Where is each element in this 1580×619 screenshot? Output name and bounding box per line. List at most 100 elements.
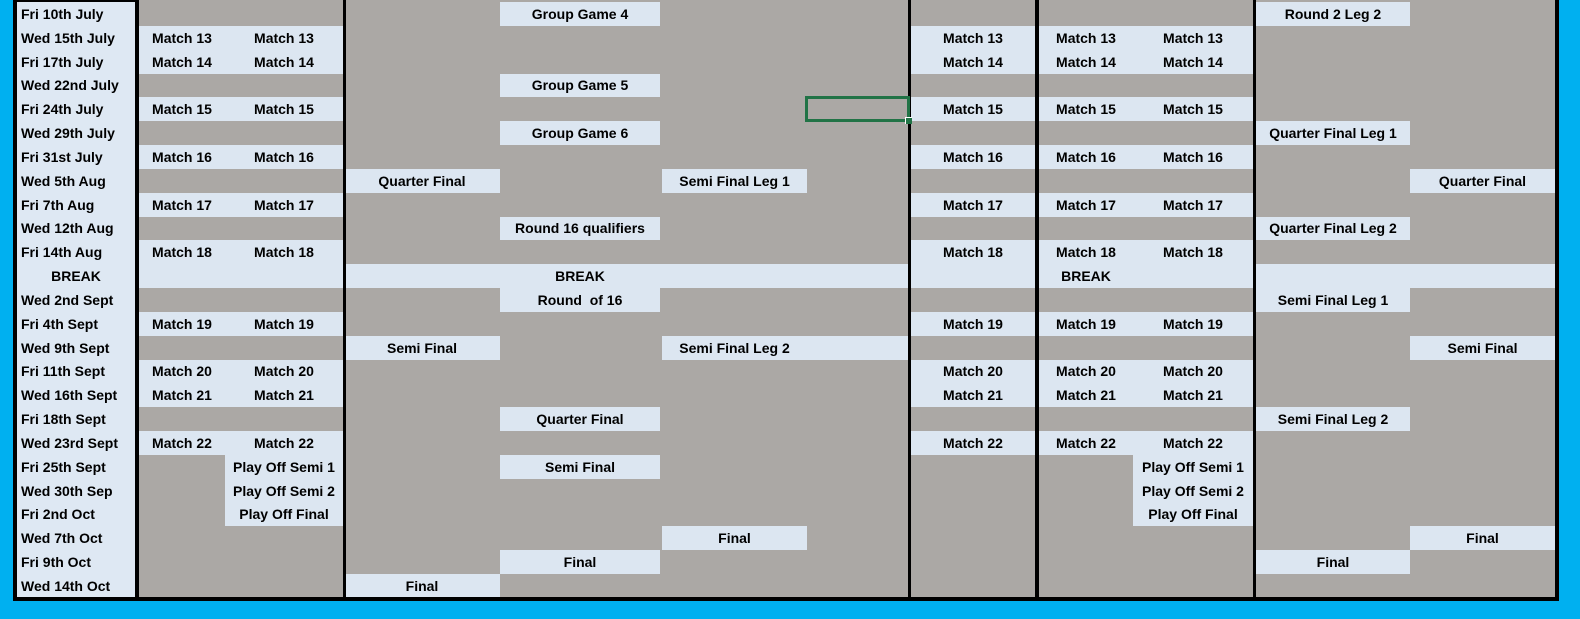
fixture-cell[interactable]: Round 2 Leg 2 (1256, 2, 1410, 26)
fixture-cell[interactable]: Final (662, 526, 807, 550)
date-cell[interactable]: Fri 18th Sept (21, 411, 106, 427)
date-cell[interactable]: Fri 17th July (21, 54, 104, 70)
fixture-cell[interactable]: Match 17 (1133, 193, 1253, 217)
fixture-cell[interactable]: Match 14 (911, 50, 1035, 74)
fixture-cell[interactable]: Match 21 (1039, 383, 1133, 407)
date-cell[interactable]: Fri 24th July (21, 101, 104, 117)
date-cell[interactable]: Wed 5th Aug (21, 173, 106, 189)
fixture-cell[interactable]: Quarter Final (500, 407, 660, 431)
fixture-cell[interactable]: Match 21 (225, 383, 343, 407)
date-cell[interactable]: Wed 15th July (21, 30, 115, 46)
fixture-cell[interactable]: Semi Final Leg 1 (662, 169, 807, 193)
fixture-cell[interactable]: Match 14 (1133, 50, 1253, 74)
fixture-cell[interactable]: Semi Final (1410, 336, 1555, 360)
fixture-cell[interactable]: Match 14 (225, 50, 343, 74)
date-cell[interactable]: Fri 4th Sept (21, 316, 99, 332)
fixture-cell[interactable]: Match 20 (225, 360, 343, 383)
fixture-cell[interactable]: Match 13 (225, 26, 343, 50)
date-cell[interactable]: Wed 23rd Sept (21, 435, 118, 451)
fixture-cell[interactable]: Match 13 (1133, 26, 1253, 50)
fixture-cell[interactable]: Group Game 4 (500, 2, 660, 26)
fixture-cell[interactable]: BREAK (1039, 264, 1133, 288)
fixture-cell[interactable]: Final (344, 574, 500, 598)
date-cell[interactable]: Fri 11th Sept (21, 363, 106, 379)
fixture-cell[interactable]: Semi Final (500, 455, 660, 479)
fixture-cell[interactable]: Match 22 (225, 431, 343, 455)
date-cell[interactable]: Wed 16th Sept (21, 387, 118, 403)
fixture-cell[interactable]: Match 18 (225, 240, 343, 264)
date-cell[interactable]: Fri 14th Aug (21, 244, 103, 260)
fixture-cell[interactable]: Match 20 (911, 360, 1035, 383)
fixture-cell[interactable]: Quarter Final (344, 169, 500, 193)
fixture-cell[interactable]: Match 19 (1039, 312, 1133, 336)
fixture-cell[interactable]: Round of 16 (500, 288, 660, 312)
fixture-cell[interactable]: Match 15 (1133, 97, 1253, 121)
fixture-cell[interactable]: Semi Final (344, 336, 500, 360)
fixture-cell[interactable]: Match 14 (1039, 50, 1133, 74)
date-cell[interactable]: Wed 7th Oct (21, 530, 103, 546)
fixture-cell[interactable]: Match 20 (1133, 360, 1253, 383)
date-cell[interactable]: BREAK (51, 268, 101, 284)
fixture-cell[interactable]: Match 16 (139, 145, 225, 169)
date-cell[interactable]: Wed 2nd Sept (21, 292, 114, 308)
fixture-cell[interactable]: Play Off Final (225, 503, 343, 526)
fixture-cell[interactable]: Group Game 6 (500, 121, 660, 145)
fixture-cell[interactable]: Play Off Final (1133, 503, 1253, 526)
fixture-cell[interactable]: Quarter Final (1410, 169, 1555, 193)
fixture-cell[interactable]: Play Off Semi 2 (225, 479, 343, 503)
fixture-cell[interactable]: Match 21 (139, 383, 225, 407)
fixture-cell[interactable]: Match 19 (225, 312, 343, 336)
fixture-cell[interactable]: BREAK (500, 264, 660, 288)
date-cell[interactable]: Wed 29th July (21, 125, 115, 141)
highlight-cell[interactable] (1133, 264, 1253, 288)
fixture-cell[interactable]: Play Off Semi 1 (1133, 455, 1253, 479)
fixture-cell[interactable]: Match 17 (911, 193, 1035, 217)
date-cell[interactable]: Wed 22nd July (21, 77, 119, 93)
fixture-cell[interactable]: Match 13 (139, 26, 225, 50)
fixture-cell[interactable]: Match 16 (225, 145, 343, 169)
fixture-cell[interactable]: Final (1410, 526, 1555, 550)
fixture-cell[interactable]: Match 18 (1039, 240, 1133, 264)
highlight-cell[interactable] (807, 336, 908, 360)
fixture-cell[interactable]: Match 22 (1039, 431, 1133, 455)
selection-fill-handle[interactable] (905, 117, 912, 124)
fixture-cell[interactable]: Match 15 (225, 97, 343, 121)
fixture-cell[interactable]: Match 17 (225, 193, 343, 217)
fixture-cell[interactable]: Match 15 (911, 97, 1035, 121)
date-cell[interactable]: Wed 14th Oct (21, 578, 111, 594)
fixture-cell[interactable]: Quarter Final Leg 2 (1256, 217, 1410, 240)
fixture-cell[interactable]: Quarter Final Leg 1 (1256, 121, 1410, 145)
date-cell[interactable]: Fri 31st July (21, 149, 103, 165)
fixture-cell[interactable]: Match 16 (911, 145, 1035, 169)
fixture-cell[interactable]: Match 16 (1039, 145, 1133, 169)
highlight-cell[interactable] (911, 264, 1035, 288)
fixture-cell[interactable]: Final (1256, 550, 1410, 574)
fixture-cell[interactable]: Match 16 (1133, 145, 1253, 169)
fixture-cell[interactable]: Play Off Semi 1 (225, 455, 343, 479)
fixture-cell[interactable]: Match 18 (1133, 240, 1253, 264)
fixture-cell[interactable]: Match 14 (139, 50, 225, 74)
fixture-cell[interactable]: Match 19 (139, 312, 225, 336)
fixture-cell[interactable]: Match 15 (139, 97, 225, 121)
fixture-cell[interactable]: Match 21 (1133, 383, 1253, 407)
date-cell[interactable]: Wed 12th Aug (21, 220, 114, 236)
date-cell[interactable]: Fri 25th Sept (21, 459, 106, 475)
highlight-cell[interactable] (139, 264, 343, 288)
fixture-cell[interactable]: Match 20 (139, 360, 225, 383)
fixture-cell[interactable]: Match 22 (911, 431, 1035, 455)
date-cell[interactable]: Fri 2nd Oct (21, 506, 95, 522)
fixture-cell[interactable]: Match 21 (911, 383, 1035, 407)
date-cell[interactable]: Fri 9th Oct (21, 554, 92, 570)
fixture-cell[interactable]: Semi Final Leg 2 (1256, 407, 1410, 431)
fixture-cell[interactable]: Match 20 (1039, 360, 1133, 383)
fixture-cell[interactable]: Match 17 (139, 193, 225, 217)
fixture-cell[interactable]: Match 22 (139, 431, 225, 455)
fixture-cell[interactable]: Match 15 (1039, 97, 1133, 121)
highlight-cell[interactable] (1256, 264, 1555, 288)
fixture-cell[interactable]: Final (500, 550, 660, 574)
fixture-cell[interactable]: Match 18 (139, 240, 225, 264)
fixture-cell[interactable]: Semi Final Leg 1 (1256, 288, 1410, 312)
fixture-cell[interactable]: Play Off Semi 2 (1133, 479, 1253, 503)
fixture-cell[interactable]: Match 19 (911, 312, 1035, 336)
fixture-cell[interactable]: Match 18 (911, 240, 1035, 264)
